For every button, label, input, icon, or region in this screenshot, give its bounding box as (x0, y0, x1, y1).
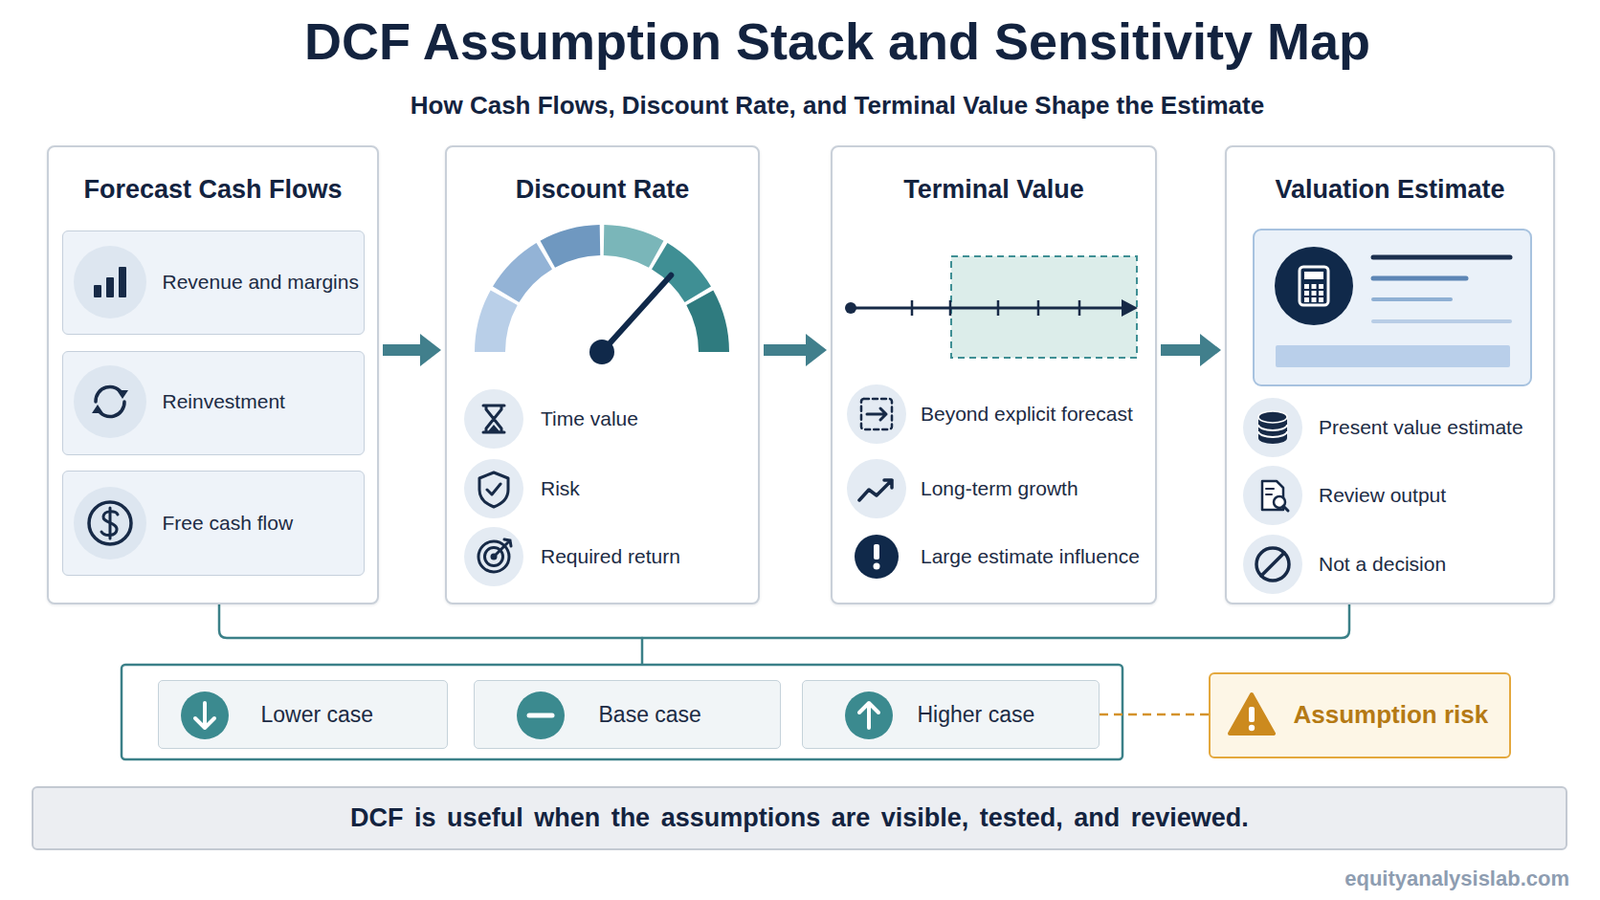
arrow-shaft (382, 344, 422, 356)
stage-panel: Terminal ValueBeyond explicit forecastLo… (830, 145, 1157, 605)
panel-heading: Valuation Estimate (1226, 174, 1554, 205)
summary-bracket-part (219, 604, 1350, 639)
item-label: Beyond explicit forecast (920, 401, 1134, 426)
arrow-head (1200, 333, 1222, 367)
item-label: Reinvestment (162, 389, 286, 414)
diagram-title: DCF Assumption Stack and Sensitivity Map (191, 11, 1484, 71)
panel-heading: Forecast Cash Flows (48, 174, 378, 205)
stage-panel: Forecast Cash FlowsRevenue and marginsRe… (46, 145, 379, 605)
scenario-label: Base case (599, 702, 702, 730)
item-label: Long-term growth (920, 476, 1079, 501)
arrow-shaft (1160, 344, 1201, 356)
arrow-shaft (763, 344, 807, 356)
item-label: Required return (540, 544, 681, 569)
stage-panel: Valuation EstimatePresent value estimate… (1224, 145, 1556, 605)
panel-heading: Discount Rate (446, 174, 758, 205)
item-label: Present value estimate (1318, 415, 1524, 440)
item-label: Not a decision (1318, 552, 1446, 577)
item-label: Risk (540, 476, 580, 501)
subtitle: How Cash Flows, Discount Rate, and Termi… (191, 89, 1484, 121)
scenario-label: Higher case (917, 702, 1036, 730)
caption-text: DCF is useful when the assumptions are v… (350, 803, 1249, 834)
input-box: Free cash flow (62, 470, 365, 577)
watermark: equityanalysislab.com (1186, 866, 1570, 892)
summary-bracket (219, 604, 1350, 666)
summary-bracket-part (641, 638, 645, 666)
scenario-box: Base case (473, 680, 781, 750)
risk-callout: Assumption risk (1208, 672, 1512, 759)
flow-arrow (763, 333, 827, 367)
input-box: Revenue and margins (62, 230, 365, 335)
caption-band: DCF is useful when the assumptions are v… (31, 786, 1568, 851)
flow-arrow (382, 333, 442, 367)
flow-arrow (1160, 333, 1222, 367)
arrow-head (420, 333, 442, 367)
item-label: Time value (540, 406, 639, 431)
item-label: Free cash flow (162, 511, 294, 535)
dashed-connector (1099, 714, 1209, 716)
arrow-head (805, 333, 827, 367)
item-label: Revenue and margins (162, 269, 359, 294)
risk-label: Assumption risk (1293, 700, 1489, 731)
scenario-band (121, 665, 1123, 760)
scenario-box: Higher case (801, 680, 1100, 750)
stage-panel: Discount RateTime valueRiskRequired retu… (444, 145, 760, 605)
scenario-box: Lower case (157, 680, 448, 750)
scenario-label: Lower case (261, 702, 375, 730)
dashed-line (1099, 713, 1209, 717)
item-label: Review output (1318, 483, 1446, 508)
input-box: Reinvestment (62, 351, 365, 456)
item-label: Large estimate influence (920, 544, 1140, 569)
panel-heading: Terminal Value (832, 174, 1156, 205)
